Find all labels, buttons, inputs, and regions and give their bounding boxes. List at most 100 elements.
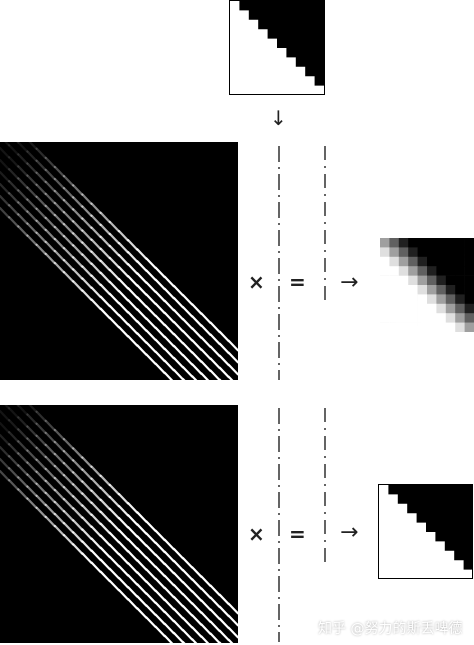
result-cell: [389, 303, 400, 314]
stripe-segment: [81, 205, 93, 217]
stripe-segment: [62, 485, 75, 498]
multiply-sign-top: ×: [248, 270, 265, 294]
stripe-segment: [117, 241, 130, 254]
stripe-segment: [26, 437, 38, 450]
stripe-segment: [200, 336, 212, 348]
stripe-segment: [28, 142, 38, 151]
stripe-segment: [181, 341, 194, 354]
stripe-segment: [108, 495, 120, 508]
stripe-segment: [90, 214, 102, 227]
stripe-segment: [209, 357, 221, 370]
stripe-segment: [8, 168, 20, 180]
stripe-segment: [127, 526, 139, 538]
stripe-segment: [81, 289, 93, 301]
stripe-segment: [4, 405, 11, 410]
stripe-segment: [172, 547, 185, 560]
stripe-segment: [172, 631, 185, 643]
stripe-segment: [62, 246, 75, 259]
stripe-segment: [200, 372, 210, 380]
stripe-segment: [172, 332, 185, 345]
stripe-segment: [81, 193, 93, 205]
stripe-segment: [117, 528, 130, 541]
stripe-segment: [172, 344, 185, 357]
stripe-segment: [53, 249, 66, 262]
stripe-segment: [35, 470, 47, 483]
stripe-segment: [81, 229, 93, 241]
stripe-segment: [108, 579, 120, 592]
stripe-segment: [44, 419, 56, 432]
stripe-segment: [62, 258, 75, 271]
stripe-segment: [172, 619, 185, 632]
top-mask-matrix: [229, 0, 325, 95]
stripe-segment: [181, 293, 194, 306]
stripe-segment: [136, 583, 148, 595]
result-cell: [455, 322, 465, 332]
stripe-segment: [117, 301, 130, 314]
stripe-segment: [72, 268, 84, 280]
stripe-segment: [172, 571, 185, 584]
stripe-segment: [163, 538, 175, 551]
result-cell: [408, 247, 418, 258]
stripe-segment: [127, 299, 139, 311]
stripe-segment: [72, 519, 84, 531]
stripe-segment: [145, 580, 157, 593]
result-cell: [445, 247, 456, 258]
stripe-segment: [99, 283, 111, 296]
result-cell: [417, 322, 428, 332]
stripe-segment: [136, 308, 148, 320]
stripe-segment: [72, 184, 84, 196]
stripe-segment: [26, 210, 38, 223]
stripe-segment: [44, 204, 56, 217]
stripe-segment: [200, 324, 212, 336]
result-cell: [408, 313, 418, 323]
stripe-segment: [90, 250, 102, 263]
result-matrix-bottom: [378, 484, 473, 579]
stripe-segment: [154, 565, 166, 578]
stripe-segment: [163, 610, 175, 623]
result-cell: [436, 294, 447, 305]
stripe-segment: [172, 308, 185, 321]
stripe-segment: [200, 587, 212, 599]
stripe-segment: [53, 261, 66, 274]
stripe-segment: [35, 422, 47, 435]
stripe-segment: [62, 186, 75, 199]
attention-matrix-top: [0, 142, 238, 380]
stripe-segment: [53, 213, 66, 226]
result-cell: [464, 322, 474, 332]
stripe-segment: [44, 216, 56, 229]
stripe-segment: [17, 213, 29, 225]
stripe-segment: [44, 443, 56, 456]
stripe-segment: [145, 281, 157, 294]
stripe-segment: [108, 543, 120, 556]
stripe-segment: [163, 323, 175, 336]
stripe-segment: [35, 231, 47, 244]
stripe-segment: [108, 256, 120, 269]
stripe-segment: [136, 296, 148, 308]
stripe-segment: [127, 275, 139, 287]
stripe-segment: [72, 196, 84, 208]
result-cell: [436, 247, 447, 258]
stripe-segment: [191, 351, 203, 363]
stripe-segment: [26, 449, 38, 462]
result-cell: [436, 303, 447, 314]
stripe-segment: [26, 425, 38, 438]
stripe-segment: [154, 577, 166, 590]
stripe-segment: [81, 540, 93, 552]
stripe-segment: [0, 421, 11, 434]
stripe-segment: [72, 220, 84, 232]
stripe-segment: [117, 277, 130, 290]
vector-column-a-bottom: [278, 408, 280, 642]
stripe-segment: [218, 366, 230, 379]
result-cell: [427, 313, 437, 323]
stripe-segment: [127, 239, 139, 251]
result-cell: [389, 322, 400, 332]
stripe-segment: [181, 556, 194, 569]
result-cell: [380, 247, 390, 258]
stripe-segment: [145, 257, 157, 270]
stripe-segment: [117, 540, 130, 553]
stripe-segment: [90, 286, 102, 299]
stripe-segment: [35, 159, 47, 172]
stripe-segment: [62, 210, 75, 223]
stripe-segment: [127, 514, 139, 526]
stripe-segment: [172, 559, 185, 572]
